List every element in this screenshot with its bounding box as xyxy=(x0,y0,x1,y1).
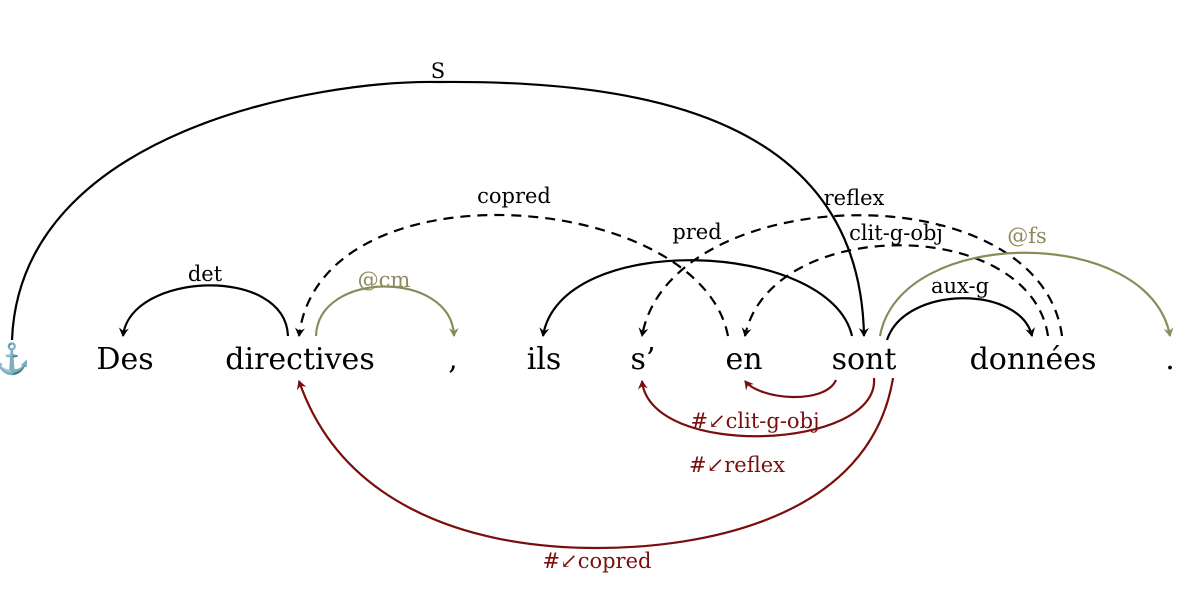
token-des: Des xyxy=(96,342,153,377)
arc-label-s: S xyxy=(431,59,445,83)
arc-label-deep-reflex: #↙reflex xyxy=(689,453,785,477)
arc-deep-reflex xyxy=(637,377,876,438)
arc-det xyxy=(118,284,290,337)
token-s: s’ xyxy=(631,342,656,377)
arc-deep-clit-g-obj xyxy=(744,379,838,399)
arc-pred xyxy=(539,259,854,337)
arc-cm xyxy=(314,285,459,337)
arc-label-deep-copred: #↙copred xyxy=(543,549,652,573)
arc-label-clit-g-obj: clit-g-obj xyxy=(849,221,943,245)
arc-clit-g-obj xyxy=(741,244,1050,337)
arc-label-cm: @cm xyxy=(358,268,411,292)
arc-label-aux-g: aux-g xyxy=(931,274,989,298)
arc-label-fs: @fs xyxy=(1007,224,1047,248)
arc-label-pred: pred xyxy=(672,220,721,244)
arc-copred xyxy=(295,213,730,337)
arc-label-deep-clit-g-obj: #↙clit-g-obj xyxy=(690,409,819,433)
token-donnees: données xyxy=(970,342,1097,377)
arc-label-det: det xyxy=(188,262,223,286)
arc-deep-copred xyxy=(296,377,895,550)
arc-fs xyxy=(878,251,1174,337)
arc-label-reflex: reflex xyxy=(824,186,885,210)
arc-label-copred: copred xyxy=(477,184,551,208)
arc-reflex xyxy=(638,214,1064,337)
token-ils: ils xyxy=(527,342,562,377)
token-period: . xyxy=(1165,342,1175,377)
token-comma: , xyxy=(448,342,458,377)
token-directives: directives xyxy=(225,342,374,377)
token-root: ⚓ xyxy=(0,341,31,377)
token-sont: sont xyxy=(832,342,897,377)
arc-aux-g xyxy=(885,297,1036,341)
token-en: en xyxy=(725,342,762,377)
arc-s xyxy=(10,80,869,341)
